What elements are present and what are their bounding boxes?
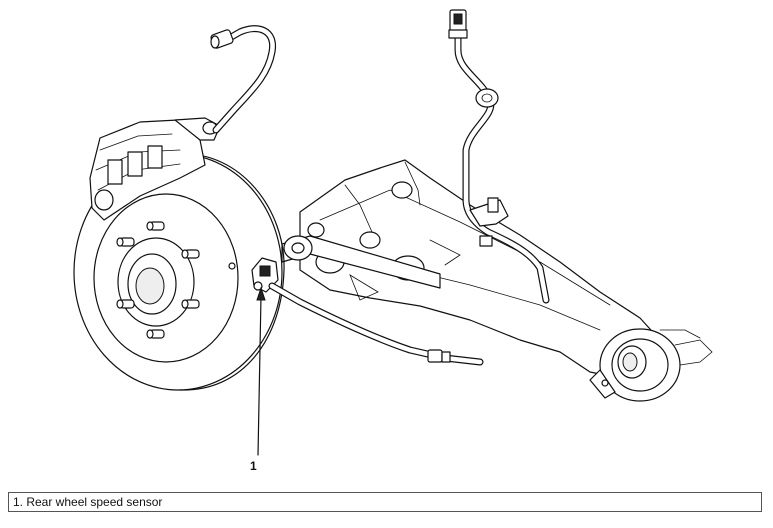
sensor-cable-lower xyxy=(268,282,484,366)
legend-text: 1. Rear wheel speed sensor xyxy=(13,495,163,509)
callout-leader-line xyxy=(256,286,266,456)
brake-disc xyxy=(73,153,285,391)
brake-caliper xyxy=(89,117,221,221)
arm-bushing xyxy=(589,328,713,402)
upper-sensor-cable xyxy=(448,9,550,304)
callout-number-1: 1 xyxy=(250,459,257,473)
brake-hose xyxy=(210,25,277,134)
wheel-studs xyxy=(116,221,200,339)
rear-suspension-illustration xyxy=(73,9,713,456)
lateral-rod xyxy=(281,235,441,289)
legend-box: 1. Rear wheel speed sensor xyxy=(8,492,762,512)
